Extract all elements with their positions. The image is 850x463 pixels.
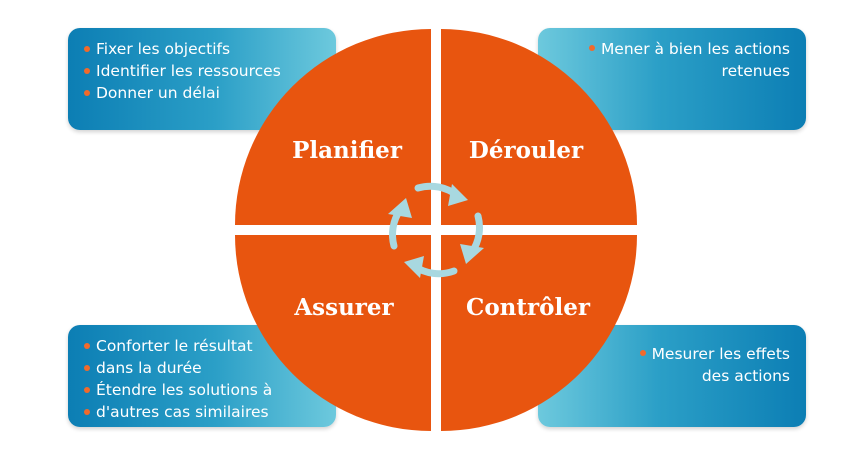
quadrants [235,29,637,431]
bullet-continuation: retenues [721,62,790,80]
bullet-item: Identifier les ressources [84,60,320,82]
bullet-item: Étendre les solutions à [84,379,320,401]
label-planifier: Planifier [292,137,403,164]
callout-planifier: Fixer les objectifs Identifier les resso… [68,28,336,130]
bullet-item: Donner un délai [84,82,320,104]
bullet-dot [588,45,595,51]
quadrant-planifier [235,29,431,225]
cycle-arrows-icon [388,182,484,278]
quadrant-assurer [235,235,431,431]
bullet-dot [639,350,646,356]
bullet-item: Mener à bien les actions [554,38,790,60]
bullet-item: Mesurer les effets [554,343,790,365]
bullet-continuation: dans la durée [84,357,320,379]
quadrant-derouler [441,29,637,225]
bullet-item: Conforter le résultat [84,335,320,357]
bullet-continuation: des actions [701,367,790,385]
label-controler: Contrôler [466,294,591,321]
bullet-item: Fixer les objectifs [84,38,320,60]
callout-assurer: Conforter le résultat dans la durée Éten… [68,325,336,427]
bullet-text: Mener à bien les actions [600,40,790,58]
label-assurer: Assurer [293,294,394,321]
quadrant-controler [441,235,637,431]
bullet-continuation: d'autres cas similaires [84,401,320,423]
label-derouler: Dérouler [469,137,584,164]
bullet-text: Mesurer les effets [651,345,790,363]
